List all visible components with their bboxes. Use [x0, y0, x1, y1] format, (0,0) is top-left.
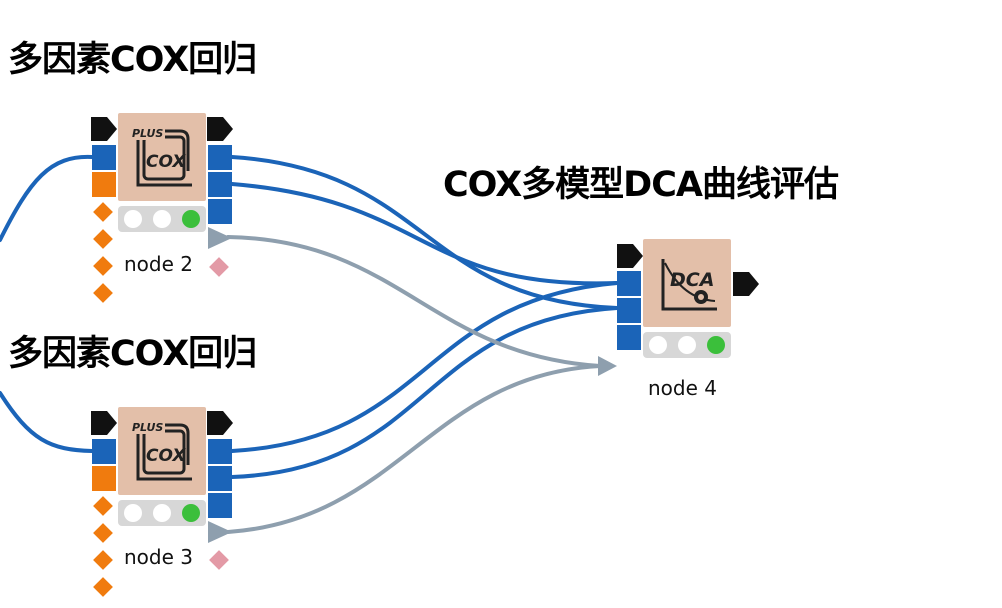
status-lamp-red: [649, 336, 667, 354]
model-output-port[interactable]: [208, 521, 232, 543]
node-body[interactable]: PLUS COX: [118, 113, 206, 201]
variable-input-port[interactable]: [92, 466, 116, 491]
model-output-port[interactable]: [208, 227, 232, 249]
data-output-port-3[interactable]: [208, 493, 232, 518]
status-lamp-green: [182, 210, 200, 228]
flow-output-port[interactable]: [733, 272, 759, 296]
node-label[interactable]: node 4: [648, 376, 717, 400]
status-lamp-green: [707, 336, 725, 354]
node-body[interactable]: PLUS COX: [118, 407, 206, 495]
data-output-port-1[interactable]: [208, 145, 232, 170]
flow-output-port[interactable]: [207, 411, 233, 435]
connection-incoming-node-2: [0, 154, 94, 242]
connection-node3-node4-b: [230, 306, 619, 479]
connection-node2-node4-b: [230, 182, 619, 286]
status-lamp-green: [182, 504, 200, 522]
node-icon-badge: PLUS: [130, 127, 166, 140]
node-icon-badge: PLUS: [130, 421, 166, 434]
connection-incoming-node-3: [0, 391, 94, 453]
status-lamp-yellow: [678, 336, 696, 354]
flow-input-port[interactable]: [91, 411, 117, 435]
flow-input-port[interactable]: [617, 244, 643, 268]
data-output-port-1[interactable]: [208, 439, 232, 464]
node-status-indicator: [118, 500, 206, 526]
node-icon-text: COX: [146, 446, 186, 466]
connection-node3-node4-a: [230, 281, 619, 453]
node-label[interactable]: node 3: [124, 545, 193, 569]
node-icon-text: DCA: [670, 269, 715, 291]
data-input-port-2[interactable]: [617, 298, 641, 323]
status-lamp-yellow: [153, 504, 171, 522]
model-connection-node2-node4: [226, 235, 602, 368]
node-body[interactable]: DCA: [643, 239, 731, 327]
annotation-title-3: COX多模型DCA曲线评估: [443, 165, 839, 205]
dca-icon: [661, 259, 717, 311]
status-lamp-red: [124, 504, 142, 522]
data-output-port-2[interactable]: [208, 172, 232, 197]
data-input-port-3[interactable]: [617, 325, 641, 350]
model-input-arrow-node-4: [598, 356, 617, 376]
data-input-port[interactable]: [92, 439, 116, 464]
flow-input-port[interactable]: [91, 117, 117, 141]
annotation-title-1: 多因素COX回归: [8, 40, 257, 80]
node-label[interactable]: node 2: [124, 252, 193, 276]
status-lamp-yellow: [153, 210, 171, 228]
data-output-port-3[interactable]: [208, 199, 232, 224]
annotation-title-2: 多因素COX回归: [8, 334, 257, 374]
data-input-port[interactable]: [92, 145, 116, 170]
node-icon-text: COX: [146, 152, 186, 172]
variable-input-port[interactable]: [92, 172, 116, 197]
status-lamp-red: [124, 210, 142, 228]
model-connection-node3-node4: [226, 364, 602, 534]
flow-output-port[interactable]: [207, 117, 233, 141]
data-input-port-1[interactable]: [617, 271, 641, 296]
data-output-port-2[interactable]: [208, 466, 232, 491]
node-status-indicator: [643, 332, 731, 358]
node-status-indicator: [118, 206, 206, 232]
